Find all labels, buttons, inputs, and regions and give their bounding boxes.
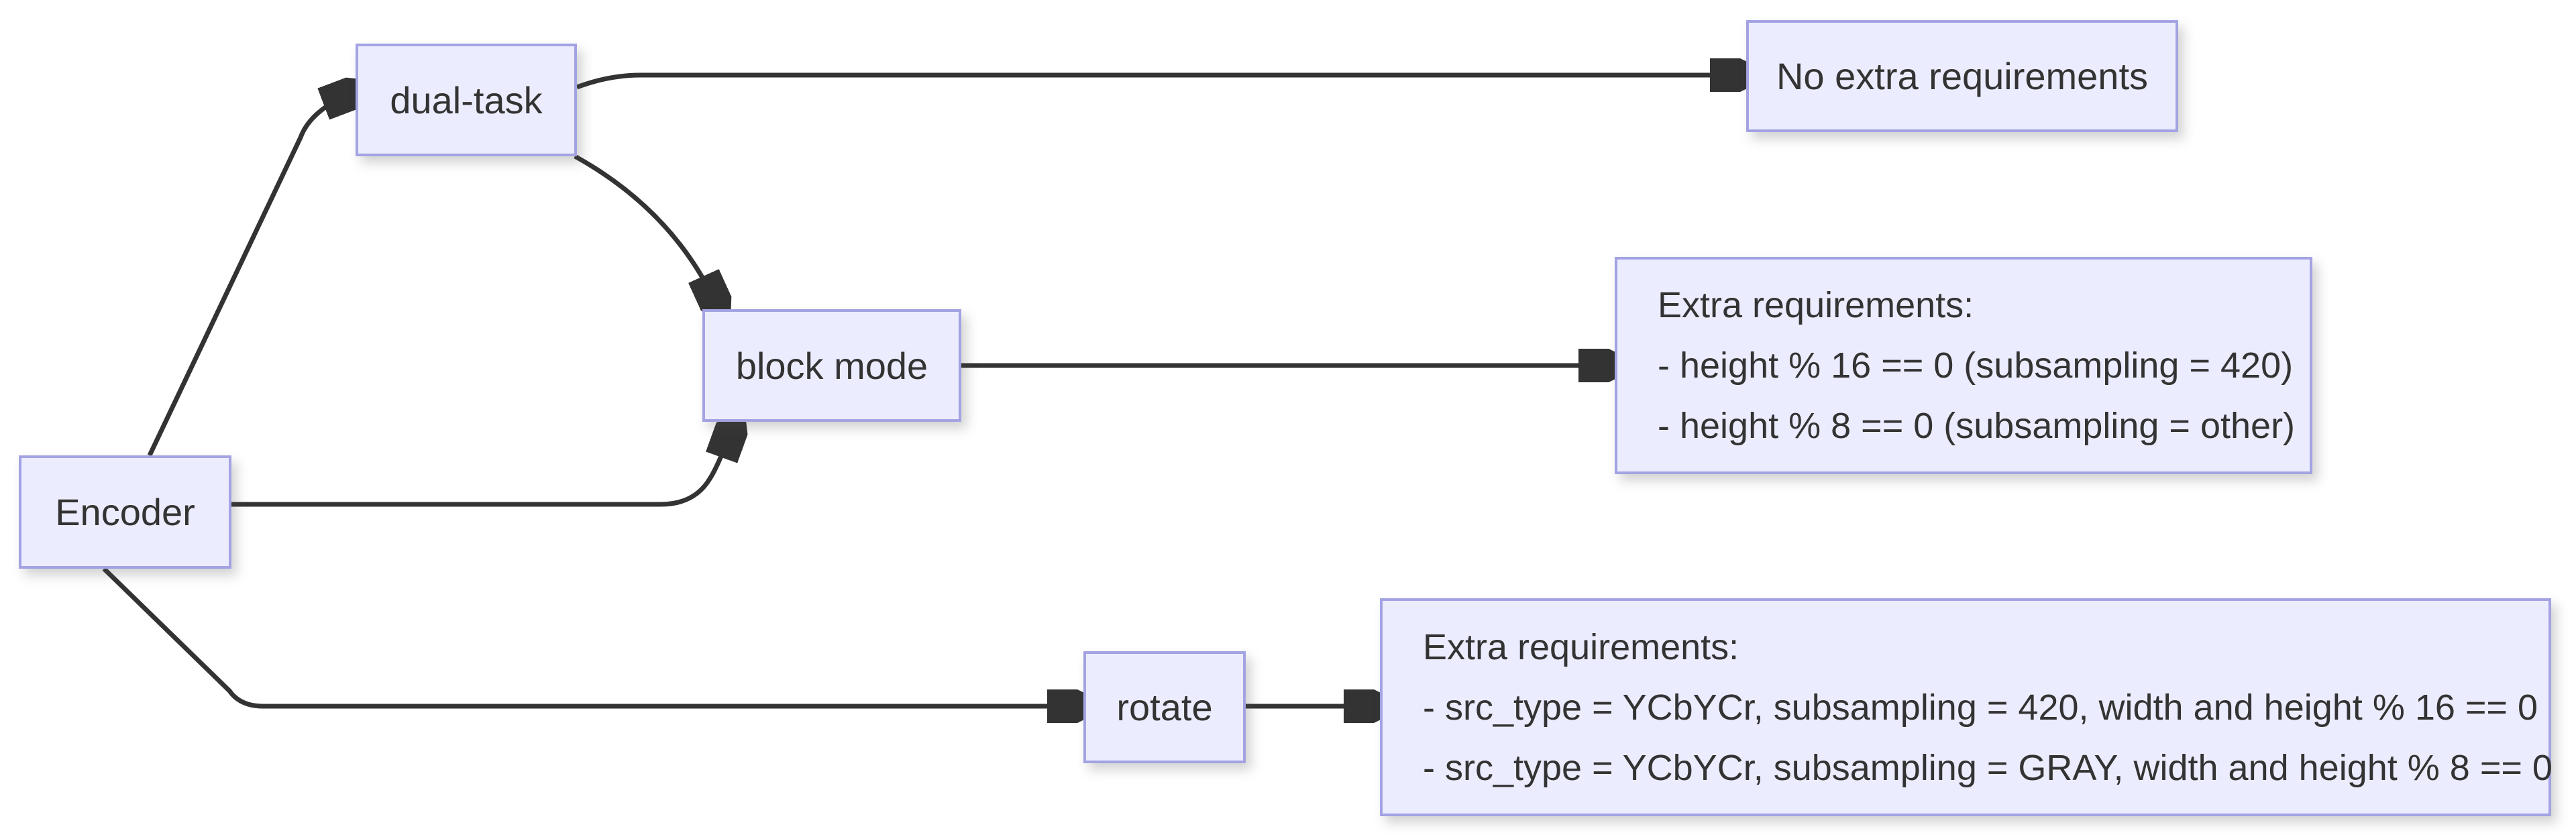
requirements-title: Extra requirements: [1658, 285, 1974, 325]
requirement-item: - height % 8 == 0 (subsampling = other) [1658, 406, 2296, 446]
requirement-item: - height % 16 == 0 (subsampling = 420) [1658, 345, 2294, 386]
node-encoder-label: Encoder [55, 491, 195, 533]
node-block-mode-requirements: Extra requirements: - height % 16 == 0 (… [1615, 257, 2312, 474]
requirements-title: Extra requirements: [1423, 626, 1739, 667]
node-no-extra-requirements-label: No extra requirements [1776, 55, 2148, 97]
edge-encoder-to-block-mode [231, 425, 733, 507]
node-rotate-requirements: Extra requirements: - src_type = YCbYCr,… [1380, 598, 2553, 816]
node-block-mode-label: block mode [735, 344, 928, 387]
node-no-extra-requirements: No extra requirements [1746, 20, 2178, 132]
edge-encoder-to-dual-task [147, 92, 356, 457]
node-dual-task-label: dual-task [390, 78, 543, 121]
edge-encoder-to-rotate [102, 567, 1081, 706]
edge-dual-task-to-no-extra [576, 75, 1744, 87]
edge-dual-task-to-block-mode [574, 154, 718, 307]
node-rotate-label: rotate [1116, 686, 1213, 728]
node-block-mode: block mode [702, 309, 961, 422]
node-encoder: Encoder [19, 455, 231, 569]
node-dual-task: dual-task [356, 44, 577, 156]
requirement-item: - src_type = YCbYCr, subsampling = GRAY,… [1423, 747, 2553, 788]
requirement-item: - src_type = YCbYCr, subsampling = 420, … [1423, 687, 2538, 728]
node-rotate: rotate [1083, 651, 1246, 763]
